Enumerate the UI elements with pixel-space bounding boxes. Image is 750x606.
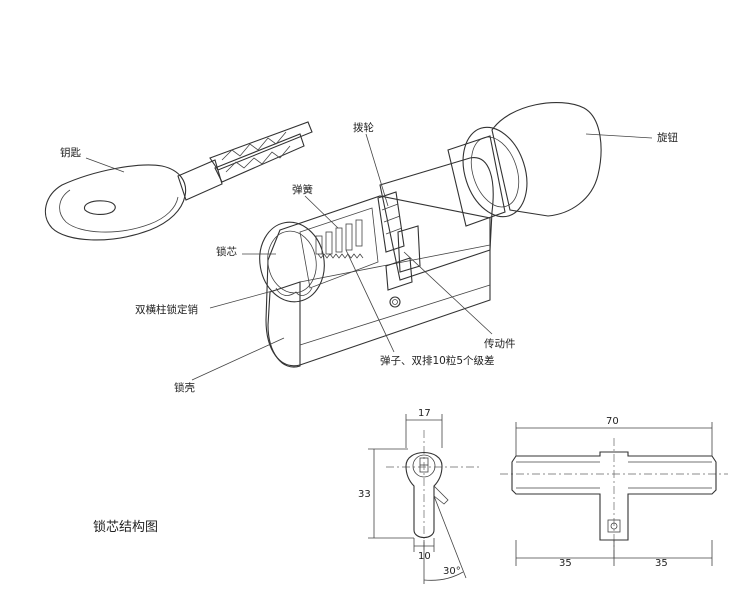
dim-70: 70 <box>606 416 619 427</box>
dim-angle: 30° <box>443 566 461 577</box>
dim-35-right: 35 <box>655 558 668 569</box>
key-illustration <box>44 121 313 241</box>
cylinder-illustration <box>259 102 602 368</box>
dim-33: 33 <box>358 489 371 500</box>
label-drive-part: 传动件 <box>484 338 516 350</box>
side-view-drawing: 70 35 35 <box>500 416 728 569</box>
label-spring: 弹簧 <box>292 183 313 196</box>
front-view-drawing: 17 33 10 30° <box>358 408 480 584</box>
label-cam-wheel: 拨轮 <box>353 121 374 134</box>
pin-rows <box>315 219 364 259</box>
diagram-caption: 锁芯结构图 <box>93 519 158 535</box>
dim-35-left: 35 <box>559 558 572 569</box>
part-labels: 钥匙 旋钮 拨轮 弹簧 锁芯 双横柱锁定销 锁壳 传动件 弹子、双排10粒5个级… <box>60 121 678 394</box>
dim-17: 17 <box>418 408 431 419</box>
label-locking-pin: 双横柱锁定销 <box>135 303 198 316</box>
label-key: 钥匙 <box>60 146 81 159</box>
label-knob: 旋钮 <box>657 131 678 144</box>
label-core: 锁芯 <box>216 245 237 258</box>
label-shell: 锁壳 <box>174 381 195 394</box>
label-pins: 弹子、双排10粒5个级差 <box>380 354 495 367</box>
